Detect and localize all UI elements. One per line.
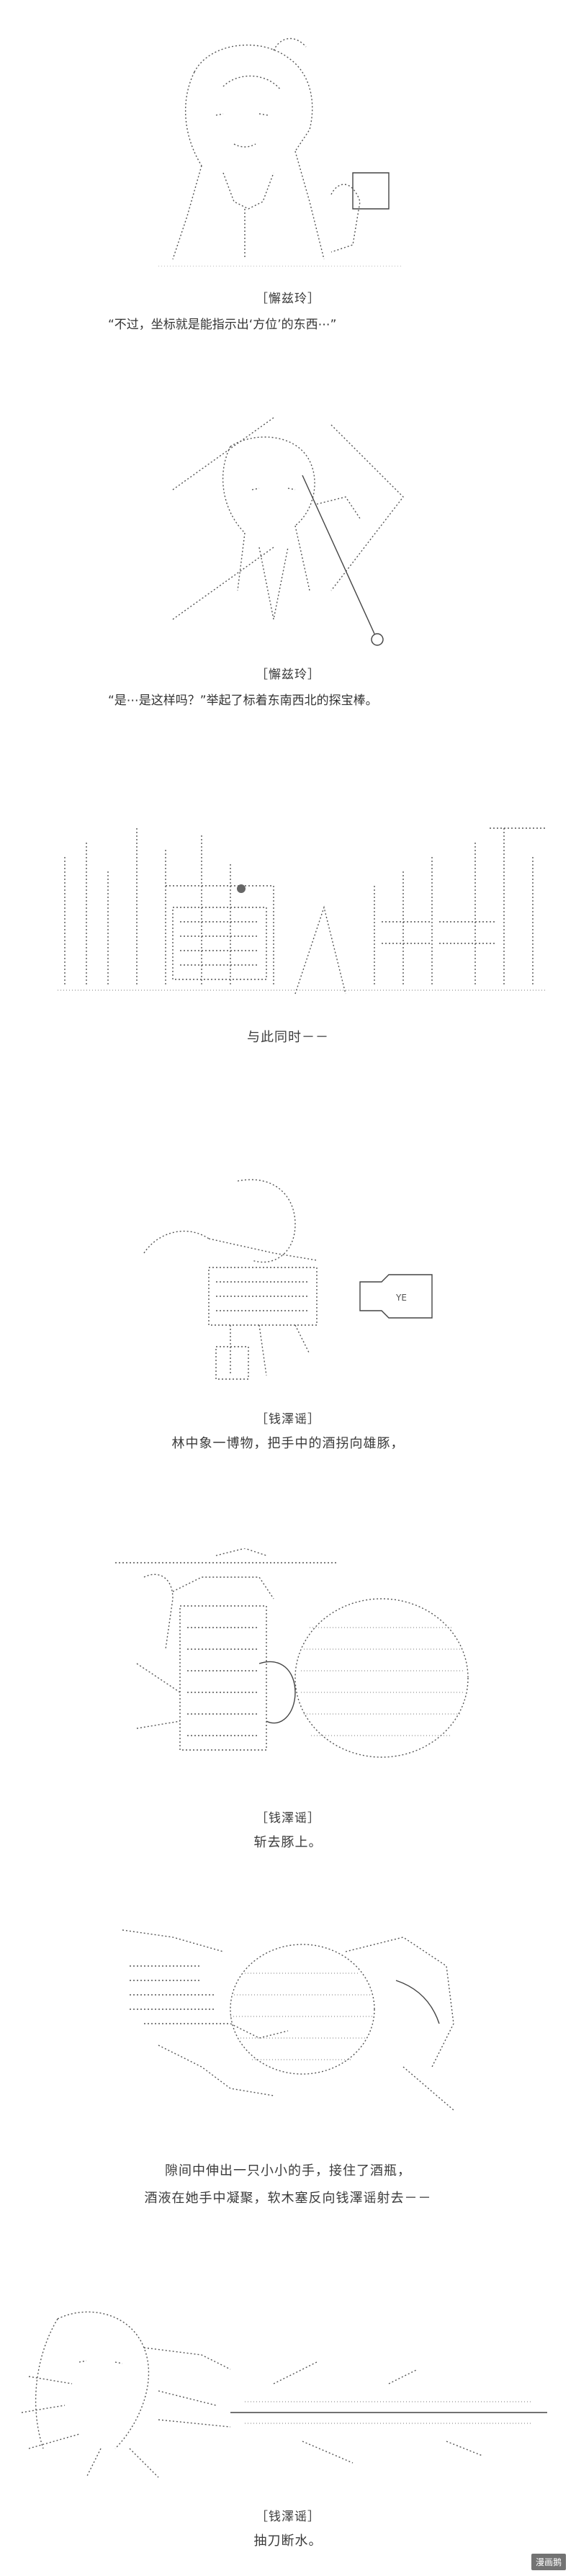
speaker-label: ［钱澤谣］ (256, 1412, 320, 1427)
narration-line-1: 隙间中伸出一只小小的手，接住了酒瓶， (165, 2163, 411, 2178)
panel-7: ［钱澤谣］ 抽刀断水。 (0, 2305, 576, 2576)
dialogue-line: “是⋯是这样吗？”举起了标着东南西北的探宝棒。 (108, 694, 378, 708)
dialogue-line: “不过，坐标就是能指示出‘方位’的东西⋯” (108, 318, 337, 332)
ascii-art-hand-catches-bottle (115, 1923, 475, 2124)
panel-5: ［钱澤谣］ 斩去豚上。 (0, 1548, 576, 1872)
panel-2: ［懈兹玲］ “是⋯是这样吗？”举起了标着东南西北的探宝棒。 (0, 389, 576, 735)
ascii-art-figure-throwing-bottle: YE (130, 1167, 461, 1383)
dialogue-line: 林中象一博物，把手中的酒拐向雄豚， (171, 1436, 405, 1451)
dialogue-line: 斩去豚上。 (253, 1835, 323, 1850)
panel-3: 与此同时－－ (0, 814, 576, 1087)
ascii-art-drawing-sword (14, 2305, 562, 2485)
narration-line-2: 酒液在她手中凝聚，软木塞反向钱澤谣射去－－ (144, 2191, 432, 2206)
speaker-label: ［钱澤谣］ (256, 2510, 320, 2524)
watermark-logo: 漫画鹅 (531, 2554, 566, 2570)
narration-line: 与此同时－－ (247, 1030, 329, 1045)
ascii-art-slash-attack (115, 1548, 490, 1779)
speaker-label: ［钱澤谣］ (256, 1811, 320, 1826)
panel-6: 隙间中伸出一只小小的手，接住了酒瓶， 酒液在她手中凝聚，软木塞反向钱澤谣射去－－ (0, 1923, 576, 2225)
bottle-label: YE (395, 1293, 407, 1303)
speaker-label: ［懈兹玲］ (256, 668, 320, 682)
ascii-art-girl-with-dowsing-rod (158, 403, 446, 648)
panel-4: YE ［钱澤谣］ 林中象一博物，把手中的酒拐向雄豚， (0, 1167, 576, 1469)
panel-1: ［懈兹玲］ “不过，坐标就是能指示出‘方位’的东西⋯” (0, 0, 576, 346)
ascii-art-city-street (58, 814, 547, 1001)
speaker-label: ［懈兹玲］ (256, 292, 320, 306)
ascii-art-girl-holding-bottle (115, 29, 418, 266)
dialogue-line: 抽刀断水。 (253, 2534, 323, 2549)
